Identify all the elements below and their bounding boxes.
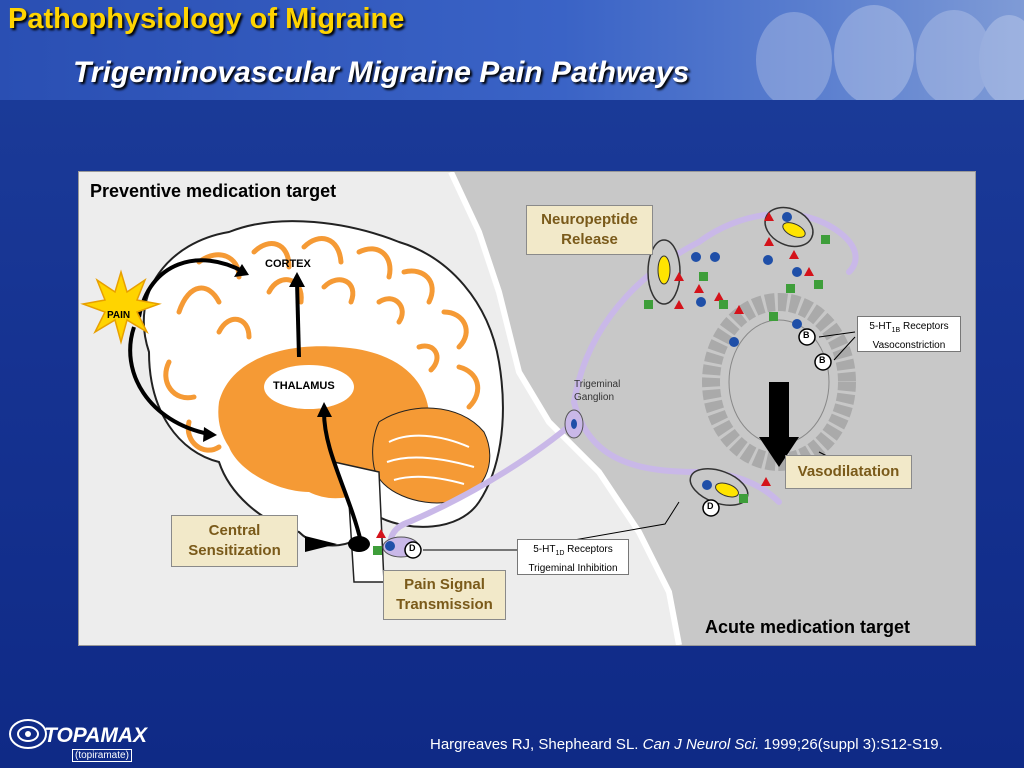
- central-line1: Central: [208, 522, 261, 539]
- vasodilatation-label: Vasodilatation: [797, 463, 900, 480]
- header-band: [0, 0, 1024, 100]
- header-faces-image: [756, 5, 1024, 100]
- acute-target-label: Acute medication target: [705, 617, 911, 637]
- trigeminal-line2: Ganglion: [574, 392, 615, 403]
- cortex-label: CORTEX: [265, 258, 311, 270]
- receptor-1b-subscript: 1B: [891, 327, 901, 334]
- arrow-up-cortex: [295, 281, 301, 358]
- receptor-d-vessel: [702, 499, 720, 517]
- pain-arrow-lower: [128, 326, 210, 436]
- preventive-target-label: Preventive medication target: [90, 181, 337, 201]
- receptor-1d-subscript: 1D: [555, 550, 565, 557]
- slide-title: Pathophysiology of Migraine: [8, 3, 405, 35]
- vasodilatation-box: Vasodilatation: [785, 455, 912, 489]
- pathway-diagram: Preventive medication target Acute medic…: [78, 171, 976, 646]
- thalamus-shape: [264, 365, 354, 409]
- marker-b-upper: B: [803, 330, 810, 340]
- painsignal-line2: Transmission: [396, 596, 493, 613]
- trigeminal-ganglion-label: Trigeminal Ganglion: [574, 378, 620, 404]
- receptor-b-lower: [814, 353, 832, 371]
- receptor-1d-prefix: 5-HT: [533, 544, 556, 555]
- pain-signal-box: Pain Signal Transmission: [383, 570, 506, 620]
- vasodilatation-arrow: [759, 382, 799, 467]
- diagram-graphics: [80, 172, 975, 645]
- central-sensitization-box: Central Sensitization: [171, 515, 298, 567]
- logo-text: TOPAMAX: [44, 724, 148, 747]
- receptor-1b-effect: Vasoconstriction: [872, 340, 946, 351]
- neuropeptide-release-box: Neuropeptide Release: [526, 205, 653, 255]
- trigeminal-line1: Trigeminal: [574, 379, 621, 390]
- sensitization-node: [348, 536, 370, 552]
- citation-journal: Can J Neurol Sci.: [642, 736, 760, 753]
- pain-arrow-cortex: [137, 258, 245, 318]
- citation-authors: Hargreaves RJ, Shepheard SL.: [430, 736, 643, 753]
- receptor-1b-box: 5-HT1B Receptors Vasoconstriction: [857, 316, 961, 352]
- slide-subtitle: Trigeminovascular Migraine Pain Pathways: [73, 56, 690, 89]
- topamax-logo-mark: [9, 719, 47, 749]
- molecules: [373, 212, 830, 555]
- arrow-up-thalamus: [322, 411, 363, 543]
- receptor-1d-suffix: Receptors: [564, 544, 613, 555]
- receptor-b-upper: [798, 328, 816, 346]
- receptor-d-brainstem: [404, 541, 422, 559]
- citation-reference: 1999;26(suppl 3):S12-S19.: [759, 736, 943, 753]
- painsignal-line1: Pain Signal: [404, 576, 485, 593]
- central-line2: Sensitization: [188, 542, 281, 559]
- marker-d-vessel: D: [707, 501, 714, 511]
- thalamus-label: THALAMUS: [273, 380, 335, 392]
- neuropeptide-line1: Neuropeptide: [541, 211, 638, 228]
- brain-gyri: [163, 236, 481, 470]
- receptor-1d-effect: Trigeminal Inhibition: [528, 563, 618, 574]
- marker-d-brainstem: D: [409, 543, 416, 553]
- pain-label: PAIN: [107, 310, 131, 321]
- pain-star: [80, 269, 162, 345]
- sensitization-arrow: [305, 536, 337, 552]
- neuropeptide-line2: Release: [561, 231, 618, 248]
- cerebellum-folds: [386, 434, 475, 485]
- receptor-1b-suffix: Receptors: [900, 321, 949, 332]
- logo-subtext: (topiramate): [72, 749, 132, 762]
- receptor-1b-prefix: 5-HT: [869, 321, 892, 332]
- marker-b-lower: B: [819, 355, 826, 365]
- region-divider: [448, 172, 682, 645]
- receptor-1d-box: 5-HT1D Receptors Trigeminal Inhibition: [517, 539, 629, 575]
- citation: Hargreaves RJ, Shepheard SL. Can J Neuro…: [430, 736, 943, 753]
